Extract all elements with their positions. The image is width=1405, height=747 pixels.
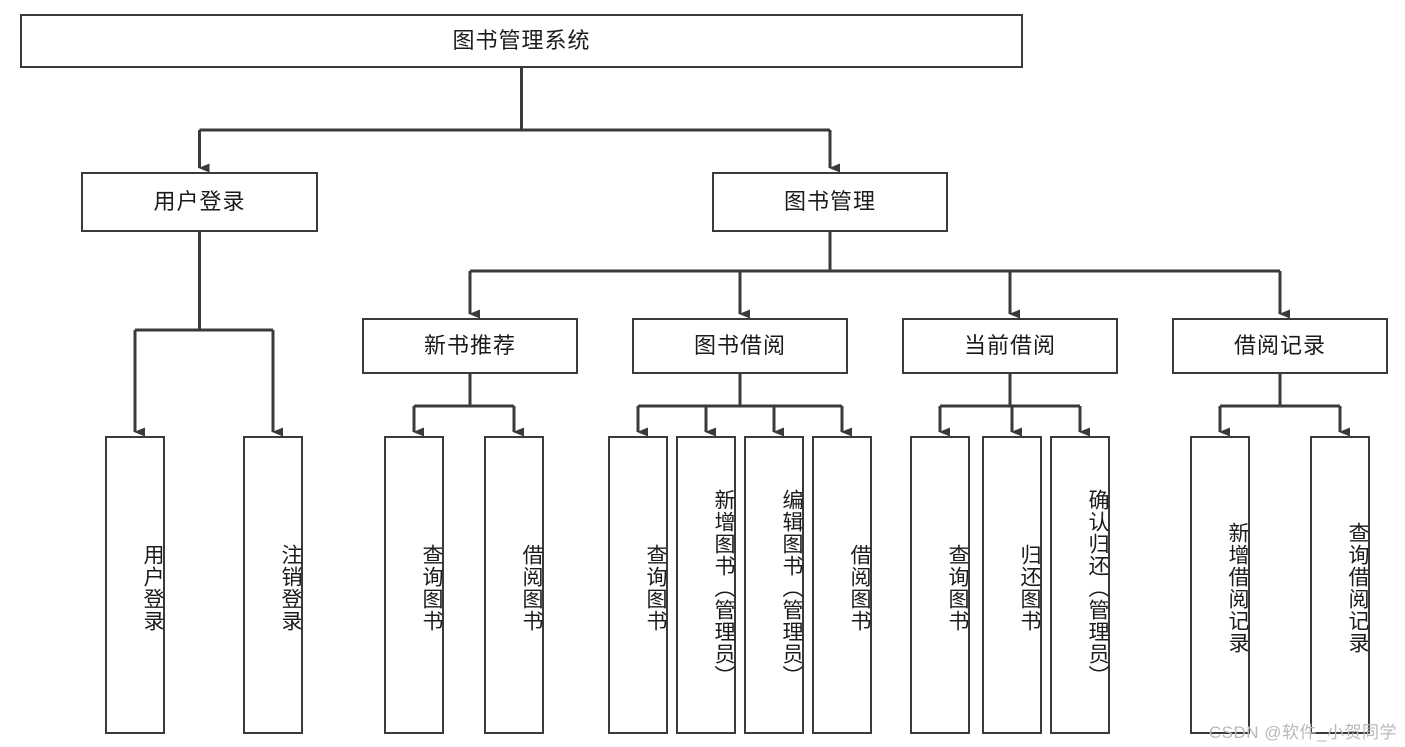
node-leaf-borrow-book-1[interactable]: 借阅图书 bbox=[484, 436, 544, 734]
node-leaf-query-book-2-label: 查询图书 bbox=[644, 544, 667, 632]
node-user-login-label: 用户登录 bbox=[153, 189, 246, 214]
node-leaf-query-book-1[interactable]: 查询图书 bbox=[384, 436, 444, 734]
node-book-manage-label: 图书管理 bbox=[783, 189, 876, 214]
node-leaf-query-book-3[interactable]: 查询图书 bbox=[910, 436, 970, 734]
watermark-text: CSDN @软件_小贺同学 bbox=[1208, 723, 1397, 742]
node-leaf-return-book-label: 归还图书 bbox=[1018, 544, 1041, 632]
node-leaf-borrow-book-2-label: 借阅图书 bbox=[848, 544, 871, 632]
node-leaf-edit-book[interactable]: 编辑图书（管理员） bbox=[744, 436, 804, 734]
node-user-login[interactable]: 用户登录 bbox=[81, 172, 318, 232]
node-leaf-logout-label: 注销登录 bbox=[279, 544, 302, 632]
node-leaf-borrow-book-1-label: 借阅图书 bbox=[520, 544, 543, 632]
node-book-borrow[interactable]: 图书借阅 bbox=[632, 318, 848, 374]
node-leaf-query-book-1-label: 查询图书 bbox=[420, 544, 443, 632]
node-root[interactable]: 图书管理系统 bbox=[20, 14, 1023, 68]
node-book-borrow-label: 图书借阅 bbox=[693, 333, 786, 358]
node-leaf-add-book-label: 新增图书（管理员） bbox=[712, 489, 735, 687]
node-new-book-rec-label: 新书推荐 bbox=[423, 333, 516, 358]
node-leaf-borrow-book-2[interactable]: 借阅图书 bbox=[812, 436, 872, 734]
node-leaf-add-book[interactable]: 新增图书（管理员） bbox=[676, 436, 736, 734]
node-leaf-user-login-label: 用户登录 bbox=[141, 544, 164, 632]
node-borrow-record[interactable]: 借阅记录 bbox=[1172, 318, 1388, 374]
node-book-manage[interactable]: 图书管理 bbox=[712, 172, 948, 232]
node-leaf-edit-book-label: 编辑图书（管理员） bbox=[780, 489, 803, 687]
node-leaf-logout[interactable]: 注销登录 bbox=[243, 436, 303, 734]
node-leaf-confirm-return[interactable]: 确认归还（管理员） bbox=[1050, 436, 1110, 734]
node-leaf-query-book-3-label: 查询图书 bbox=[946, 544, 969, 632]
node-leaf-confirm-return-label: 确认归还（管理员） bbox=[1086, 489, 1109, 687]
node-root-label: 图书管理系统 bbox=[452, 28, 591, 53]
node-leaf-query-record-label: 查询借阅记录 bbox=[1346, 522, 1369, 654]
node-leaf-query-record[interactable]: 查询借阅记录 bbox=[1310, 436, 1370, 734]
node-leaf-add-record-label: 新增借阅记录 bbox=[1226, 522, 1249, 654]
node-leaf-return-book[interactable]: 归还图书 bbox=[982, 436, 1042, 734]
node-new-book-rec[interactable]: 新书推荐 bbox=[362, 318, 578, 374]
node-leaf-user-login[interactable]: 用户登录 bbox=[105, 436, 165, 734]
node-current-borrow[interactable]: 当前借阅 bbox=[902, 318, 1118, 374]
node-current-borrow-label: 当前借阅 bbox=[963, 333, 1056, 358]
node-leaf-add-record[interactable]: 新增借阅记录 bbox=[1190, 436, 1250, 734]
node-borrow-record-label: 借阅记录 bbox=[1233, 333, 1326, 358]
node-leaf-query-book-2[interactable]: 查询图书 bbox=[608, 436, 668, 734]
